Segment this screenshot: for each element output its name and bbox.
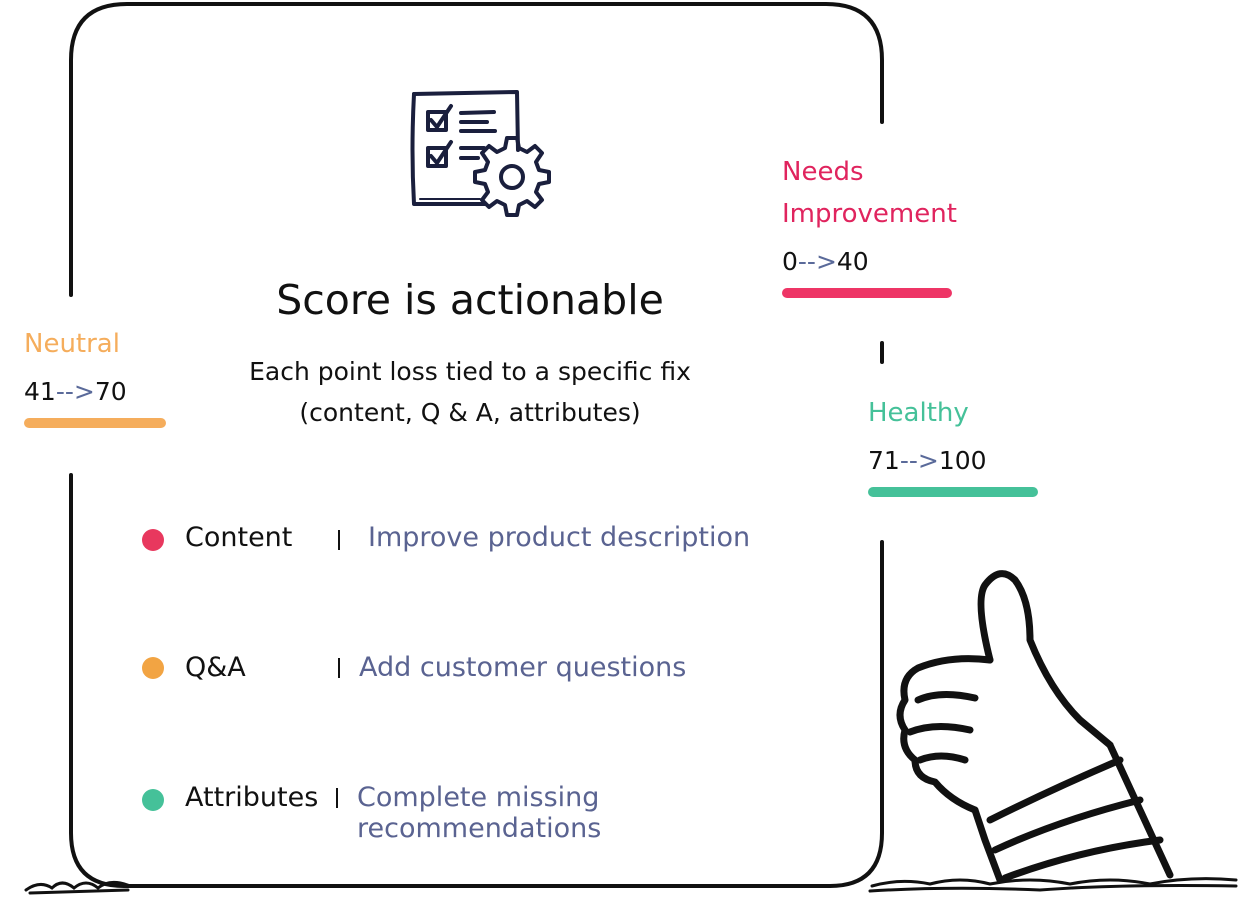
checklist-gear-icon bbox=[410, 90, 551, 217]
range-label-line-2: Improvement bbox=[782, 199, 957, 229]
range-neutral-bar bbox=[24, 418, 166, 428]
range-needs-improvement-value: 0-->40 bbox=[782, 247, 957, 276]
range-neutral: Neutral 41-->70 bbox=[24, 323, 166, 428]
range-needs-improvement: Needs Improvement 0-->40 bbox=[782, 151, 957, 298]
qa-dot bbox=[142, 657, 164, 679]
range-min: 41 bbox=[24, 377, 56, 406]
range-neutral-label: Neutral bbox=[24, 329, 120, 359]
attributes-dot bbox=[142, 789, 164, 811]
range-healthy-value: 71-->100 bbox=[868, 446, 1038, 475]
content-dot bbox=[142, 529, 164, 551]
range-max: 100 bbox=[938, 446, 987, 475]
range-healthy: Healthy 71-->100 bbox=[868, 392, 1038, 497]
item-separator bbox=[338, 530, 340, 550]
item-separator bbox=[338, 658, 340, 678]
item-fix: Complete missing recommendations bbox=[357, 782, 602, 844]
item-name: Content bbox=[185, 522, 293, 553]
list-item: Attributes Complete missing recommendati… bbox=[142, 782, 842, 844]
subtitle-line-1: Each point loss tied to a specific fix bbox=[249, 357, 691, 386]
item-fix: Add customer questions bbox=[359, 652, 687, 683]
range-min: 71 bbox=[868, 446, 900, 475]
item-name: Q&A bbox=[185, 652, 246, 683]
thumbs-up-icon bbox=[896, 570, 1174, 884]
grass-right-decoration bbox=[868, 877, 1238, 893]
page-title: Score is actionable bbox=[276, 276, 664, 324]
item-fix: Improve product description bbox=[368, 522, 751, 553]
range-max: 40 bbox=[836, 247, 869, 276]
range-max: 70 bbox=[94, 377, 127, 406]
range-arrow: --> bbox=[55, 377, 95, 406]
page-subtitle: Each point loss tied to a specific fix (… bbox=[170, 351, 770, 433]
subtitle-line-2: (content, Q & A, attributes) bbox=[299, 398, 641, 427]
item-name: Attributes bbox=[185, 782, 319, 813]
list-item: Q&A Add customer questions bbox=[142, 652, 842, 692]
range-needs-improvement-label: Needs Improvement bbox=[782, 151, 957, 235]
range-arrow: --> bbox=[797, 247, 837, 276]
item-separator bbox=[336, 788, 338, 808]
range-needs-improvement-bar bbox=[782, 288, 952, 298]
range-neutral-value: 41-->70 bbox=[24, 377, 166, 406]
list-item: Content Improve product description bbox=[142, 522, 842, 562]
grass-left-decoration bbox=[24, 881, 132, 895]
range-healthy-bar bbox=[868, 487, 1038, 497]
range-healthy-label: Healthy bbox=[868, 398, 969, 428]
range-arrow: --> bbox=[899, 446, 939, 475]
range-min: 0 bbox=[782, 247, 798, 276]
range-label-line-1: Needs bbox=[782, 157, 864, 187]
